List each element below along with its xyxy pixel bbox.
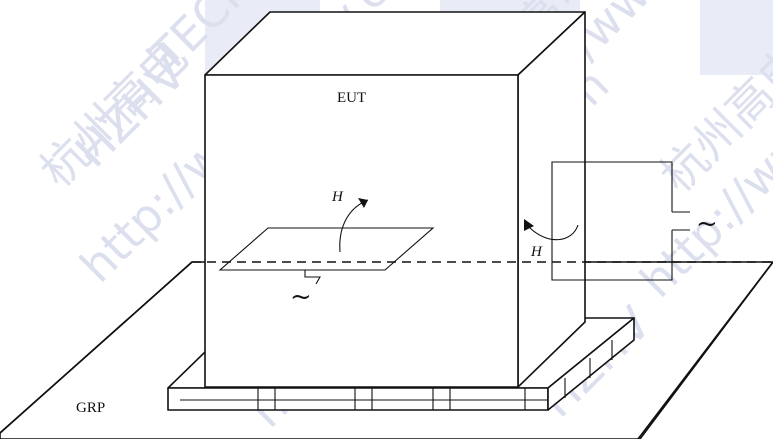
outer-source-symbol: ~ [696, 209, 718, 239]
inner-field-arrowhead [358, 198, 368, 208]
ground-plane-left-edge [0, 261, 193, 434]
watermark-bar [700, 0, 773, 75]
inner-loop-plate [218, 227, 435, 271]
outer-field-arrowhead [524, 219, 534, 231]
outer-loop-frame [551, 161, 673, 281]
outer-field-arrow [529, 224, 579, 241]
outer-field-label: H [530, 244, 543, 260]
pallet-front [167, 387, 549, 411]
inner-source-symbol: ~ [290, 282, 312, 312]
eut-box [204, 11, 586, 388]
outer-loop [551, 161, 690, 281]
inner-loop-lead [304, 270, 321, 285]
ground-plane-right-edge [637, 261, 773, 439]
inner-field-label: H [331, 189, 344, 205]
grp-label: GRP [76, 400, 105, 416]
eut-label: EUT [337, 90, 366, 106]
